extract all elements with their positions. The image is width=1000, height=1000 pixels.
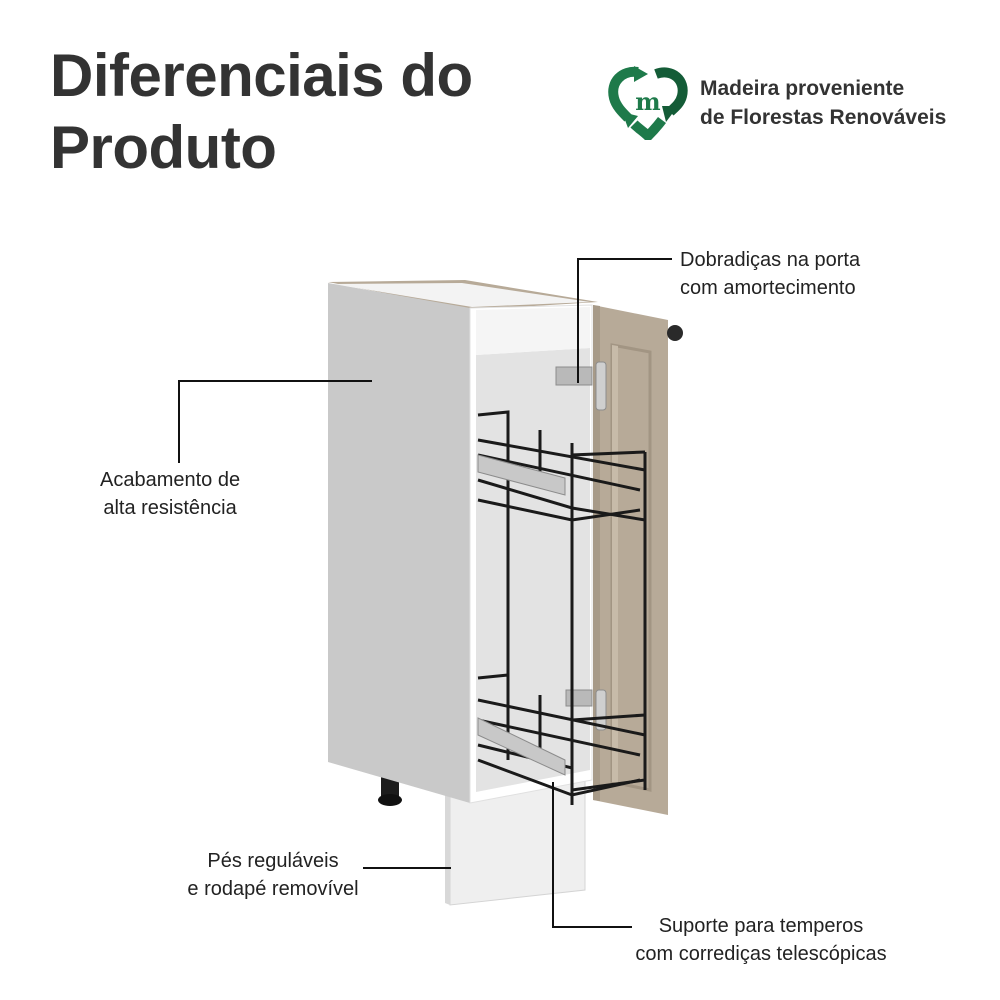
leader-line-finish-h [178, 380, 372, 382]
leader-line-finish-v [178, 380, 180, 463]
leader-line-hinges-v [577, 258, 579, 383]
svg-text:m: m [635, 87, 660, 116]
badge-text: Madeira proveniente de Florestas Renováv… [700, 74, 946, 132]
sustainability-badge: m Madeira proveniente de Florestas Renov… [608, 66, 946, 140]
callout-finish: Acabamento de alta resistência [100, 466, 240, 522]
telescopic-slide-bottom [477, 717, 566, 776]
callout-finish-line-1: Acabamento de [100, 469, 241, 491]
callout-feet: Pés reguláveis e rodapé removível [178, 847, 368, 903]
hinge-top [555, 361, 607, 411]
recycle-heart-m-icon: m [608, 66, 688, 140]
cabinet-side-panel [328, 283, 470, 803]
callout-hinges: Dobradiças na porta com amortecimento [680, 246, 860, 302]
badge-line-1: Madeira proveniente [700, 77, 905, 100]
leader-line-feet [363, 867, 451, 869]
callout-feet-line-1: Pés reguláveis [207, 850, 339, 872]
callout-rack-line-1: Suporte para temperos [658, 915, 864, 937]
title-line-1: Diferenciais do [50, 42, 473, 109]
door-bumper [667, 325, 683, 341]
leader-line-hinges-h [577, 258, 672, 260]
badge-line-2: de Florestas Renováveis [700, 106, 947, 129]
callout-hinges-line-2: com amortecimento [680, 277, 856, 299]
callout-feet-line-2: e rodapé removível [187, 878, 359, 900]
telescopic-slide-top [477, 454, 566, 496]
callout-rack: Suporte para temperos com corrediças tel… [615, 912, 907, 968]
page-title: Diferenciais do Produto [50, 40, 473, 184]
callout-finish-line-2: alta resistência [103, 497, 237, 519]
title-line-2: Produto [50, 114, 277, 181]
leader-line-rack-h [552, 926, 632, 928]
leader-line-rack-v [552, 782, 554, 927]
cabinet-interior [476, 348, 590, 792]
callout-rack-line-2: com corrediças telescópicas [635, 943, 887, 965]
spice-rack [477, 410, 647, 805]
callout-hinges-line-1: Dobradiças na porta [680, 249, 861, 271]
